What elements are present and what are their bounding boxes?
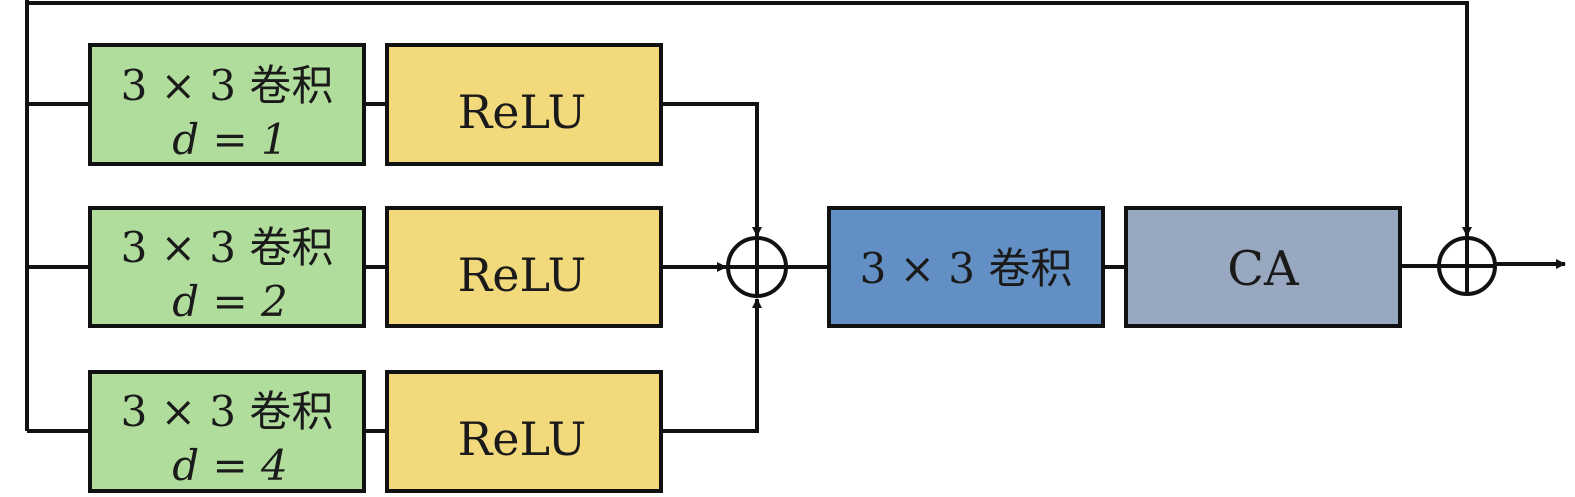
fusion-conv-label: 3 × 3 卷积 [860, 244, 1073, 293]
branch-2-relu-label: ReLU [458, 248, 587, 302]
branch-1-relu-label: ReLU [458, 85, 587, 139]
ca-label: CA [1227, 241, 1300, 297]
branch-3-conv-box [88, 370, 366, 493]
fusion-conv-box [827, 206, 1105, 328]
ca-box [1124, 206, 1402, 328]
branch-1-conv-label: 3 × 3 卷积 [121, 61, 334, 110]
branch-2-dilation-label: d = 2 [172, 277, 288, 326]
branch-3-relu-to-sum-line [661, 298, 762, 433]
output-sum-node [1437, 236, 1497, 296]
channel-attention: CA [1124, 206, 1402, 328]
branch-1: 3 × 3 卷积 d = 1 ReLU [88, 43, 663, 166]
branch-1-conv-box [88, 43, 366, 166]
branch-3-relu-box [385, 370, 663, 493]
branch-1-relu-box [385, 43, 663, 166]
fusion-conv: 3 × 3 卷积 [827, 206, 1105, 328]
branch-1-relu-to-sum-line [661, 102, 762, 237]
connections [25, 0, 1566, 433]
branch-1-dilation-label: d = 1 [172, 115, 288, 164]
fusion-sum-node [726, 236, 788, 298]
branch-2-relu-box [385, 206, 663, 328]
branch-2-conv-box [88, 206, 366, 328]
branch-3: 3 × 3 卷积 d = 4 ReLU [88, 370, 663, 493]
branch-2: 3 × 3 卷积 d = 2 ReLU [88, 206, 663, 328]
branch-3-conv-label: 3 × 3 卷积 [121, 387, 334, 436]
branch-3-relu-label: ReLU [458, 412, 587, 466]
branch-2-conv-label: 3 × 3 卷积 [121, 223, 334, 272]
branch-3-dilation-label: d = 4 [172, 441, 288, 490]
